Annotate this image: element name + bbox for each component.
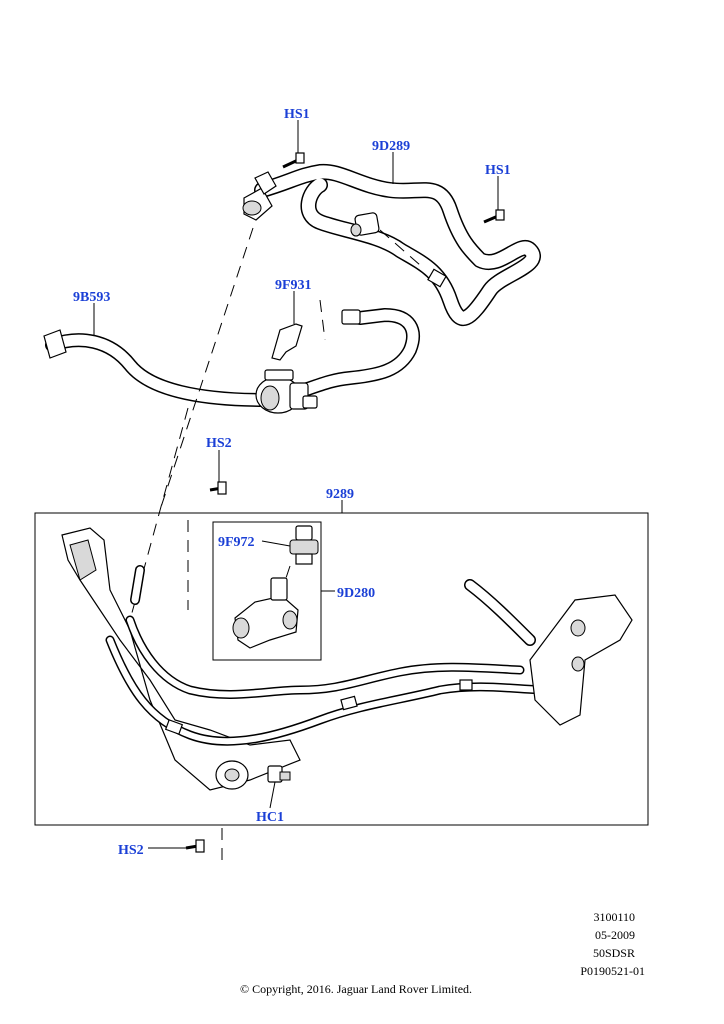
drawing-reference: P0190521-01 <box>580 964 645 978</box>
drawing-date: 05-2009 <box>595 928 635 942</box>
hose-9d289 <box>242 163 541 326</box>
fuel-lines <box>105 565 555 746</box>
drawing-model-code: 50SDSR <box>593 946 635 960</box>
bracket-9f931 <box>271 323 303 361</box>
purge-valve <box>255 369 318 414</box>
bolt-hs1-top <box>282 152 305 169</box>
fitting-9d280 <box>232 577 299 649</box>
callout-hs2-mid[interactable]: HS2 <box>206 436 232 451</box>
callout-9b593[interactable]: 9B593 <box>73 290 110 305</box>
hose-9b593 <box>43 308 420 414</box>
hose-end-left <box>43 329 67 359</box>
callout-hs1-right[interactable]: HS1 <box>485 163 511 178</box>
callout-hs2-bottom[interactable]: HS2 <box>118 843 144 858</box>
tank-assembly <box>61 527 301 791</box>
clip-hc1 <box>267 765 291 783</box>
callout-hc1[interactable]: HC1 <box>256 810 284 825</box>
callout-9f931[interactable]: 9F931 <box>275 278 312 293</box>
drawing-number: 3100110 <box>593 910 635 924</box>
callout-9289[interactable]: 9289 <box>326 487 354 502</box>
bolt-hs1-right <box>483 209 505 224</box>
callout-9d289[interactable]: 9D289 <box>372 139 410 154</box>
callout-9d280[interactable]: 9D280 <box>337 586 375 601</box>
copyright-notice: © Copyright, 2016. Jaguar Land Rover Lim… <box>240 982 472 996</box>
bolt-hs2-bottom <box>185 839 205 853</box>
callout-hs1-top[interactable]: HS1 <box>284 107 310 122</box>
callout-9f972[interactable]: 9F972 <box>218 535 255 550</box>
sensor-9f972 <box>289 525 319 565</box>
bolt-hs2-mid <box>209 481 227 495</box>
